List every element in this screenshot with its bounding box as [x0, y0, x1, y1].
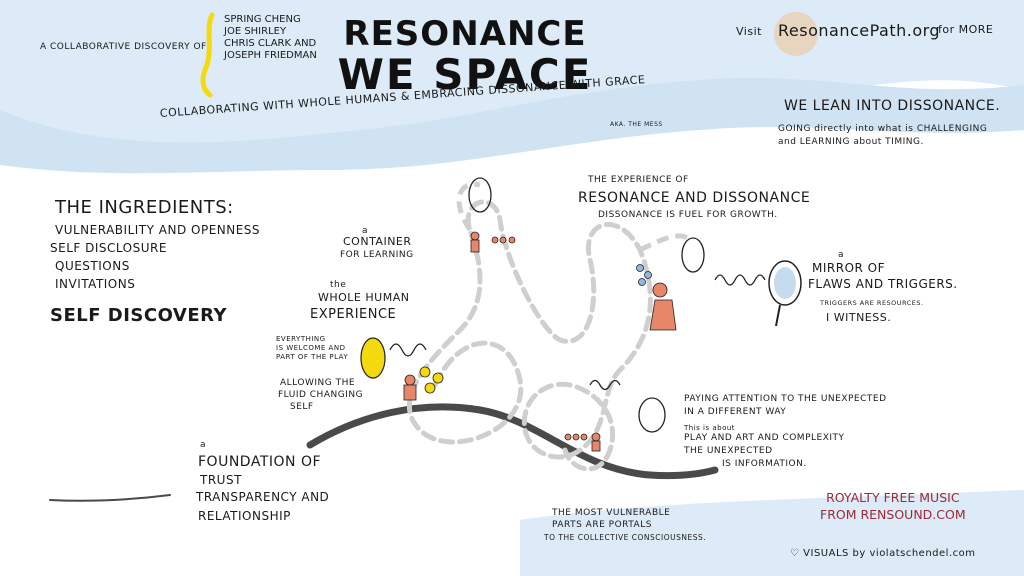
ingredient-item: SELF DISCLOSURE: [50, 241, 167, 255]
speech-bubble: [681, 237, 705, 273]
squiggle: [589, 379, 621, 391]
title-line-2: WE SPACE: [337, 50, 593, 99]
allowing-3: SELF: [290, 402, 314, 412]
mirror-pre: a: [838, 250, 845, 260]
container-pre: a: [362, 226, 369, 236]
mirror-line-4: I WITNESS.: [826, 311, 892, 324]
foundation-line: [49, 494, 171, 502]
ingredient-item: INVITATIONS: [55, 277, 136, 291]
blue-figures: [636, 264, 652, 286]
subtitle-aka: aka. the MESS: [610, 121, 663, 128]
music-credit: ROYALTY FREE MUSIC FROM RENSOUND.COM: [820, 490, 966, 524]
paying-line-1: PAYING ATTENTION to the UNEXPECTED: [684, 394, 887, 404]
visit-suffix: for MORE: [938, 23, 994, 36]
name-3: Chris Clark and: [224, 38, 317, 49]
music-line-1: ROYALTY FREE MUSIC: [826, 490, 960, 505]
foundation-line-1: FOUNDATION of: [198, 454, 322, 470]
visit-link[interactable]: ResonancePath.org: [778, 21, 941, 40]
paying-line-5: the UNEXPECTED: [684, 446, 773, 456]
squiggle: [714, 274, 766, 286]
ingredient-item: QUESTIONS: [55, 259, 130, 273]
names-bracket: [200, 12, 215, 98]
paying-line-6: is INFORMATION.: [722, 459, 807, 469]
figures-group: [403, 231, 677, 452]
vulnerable-line-2: PARTS are PORTALS: [552, 520, 652, 530]
dashed-path: [406, 199, 653, 472]
yellow-face: [360, 337, 386, 379]
mirror-icon: [768, 260, 802, 306]
allowing-2: FLUID CHANGING: [278, 390, 364, 400]
everything-1: EVERYTHING: [276, 335, 326, 343]
visuals-text: VISUALS by violatschendel.com: [803, 548, 976, 559]
title-line-1: RESONANCE: [343, 14, 587, 54]
names-list: Spring Cheng Joe Shirley Chris Clark and…: [224, 14, 317, 62]
ground-line: [306, 403, 719, 480]
mirror-line-1: MIRROR of: [812, 261, 886, 275]
foundation-line-2: TRUST: [200, 473, 242, 487]
container-title: CONTAINER: [343, 235, 412, 248]
vulnerable-line-3: to the COLLECTIVE CONSCIOUSNESS.: [544, 533, 707, 542]
url-highlight: [774, 12, 818, 56]
visit-prefix: Visit: [736, 25, 762, 38]
paying-line-2: in a DIFFERENT WAY: [684, 407, 787, 417]
name-2: Joe Shirley: [224, 26, 287, 37]
experience-line-3: DISSONANCE is FUEL for GROWTH.: [598, 210, 778, 220]
ingredients-title: the INGREDIENTS:: [55, 197, 234, 218]
name-4: Joseph Friedman: [224, 50, 317, 61]
speech-bubble: [638, 397, 666, 433]
name-1: Spring Cheng: [224, 14, 301, 25]
whole-human-line-1: WHOLE HUMAN: [318, 291, 410, 304]
lean-title: we LEAN into DISSONANCE.: [784, 98, 1001, 114]
lean-body-1: GOING directly into what is CHALLENGING: [778, 124, 988, 134]
foundation-line-3: TRANSPARENCY and: [196, 490, 330, 504]
allowing-1: ALLOWING the: [280, 378, 356, 388]
visuals-credit: ♡ VISUALS by violatschendel.com: [790, 548, 976, 560]
mirror-line-3: TRIGGERS are RESOURCES.: [820, 299, 924, 307]
speech-bubble: [468, 177, 492, 213]
foundation-line-4: RELATIONSHIP: [198, 509, 291, 523]
container-sub: for LEARNING: [340, 250, 414, 260]
vulnerable-line-1: the MOST VULNERABLE: [552, 508, 671, 518]
heart-icon: ♡: [790, 548, 800, 559]
foundation-pre: a: [200, 440, 207, 450]
whole-human-pre: the: [330, 280, 347, 290]
experience-line-2: RESONANCE and DISSONANCE: [578, 190, 811, 206]
collab-prefix: a collaborative discovery of: [40, 42, 207, 52]
page-title: RESONANCE WE SPACE: [335, 14, 595, 99]
everything-2: IS WELCOME and: [276, 344, 346, 352]
paying-line-3: This is about: [684, 424, 736, 432]
everything-3: PART of the PLAY: [276, 353, 349, 361]
lean-body-2: and LEARNING about TIMING.: [778, 137, 924, 147]
yellow-figures: [419, 366, 444, 394]
whole-human-line-2: EXPERIENCE: [310, 307, 397, 322]
music-line-2: FROM RENSOUND.COM: [820, 506, 966, 522]
squiggle: [389, 343, 427, 357]
paying-line-4: PLAY and ART and COMPLEXITY: [684, 433, 845, 443]
mirror-line-2: FLAWS and TRIGGERS.: [808, 277, 958, 291]
experience-line-1: the EXPERIENCE of: [588, 175, 689, 185]
ingredient-item: VULNERABILITY and OPENNESS: [55, 223, 261, 237]
self-discovery: SELF DISCOVERY: [50, 305, 228, 326]
